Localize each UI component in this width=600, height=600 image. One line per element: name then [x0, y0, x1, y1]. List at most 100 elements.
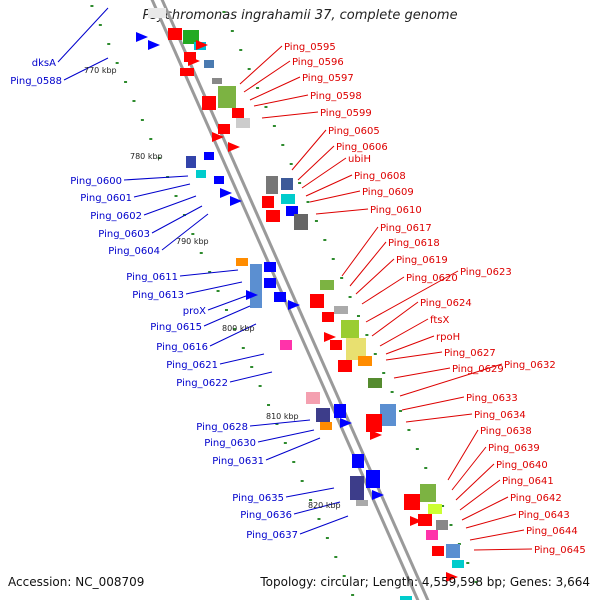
tick-dot — [317, 518, 321, 520]
leader-line — [203, 305, 251, 327]
tick-dot — [216, 290, 220, 292]
leader-line — [465, 513, 517, 529]
leader-line — [447, 429, 479, 481]
gene-block — [432, 546, 444, 556]
gene-label-left: dksA — [32, 58, 56, 69]
gene-label-right: Ping_0639 — [488, 443, 540, 454]
gene-block — [310, 294, 324, 308]
scale-label: 790 kbp — [176, 237, 209, 246]
gene-block — [202, 96, 216, 110]
gene-label-left: Ping_0602 — [90, 211, 142, 222]
gene-arrow — [212, 132, 224, 142]
gene-label-left: Ping_0603 — [98, 229, 150, 240]
gene-block — [264, 278, 276, 288]
tick-dot — [298, 182, 302, 184]
gene-block — [264, 262, 276, 272]
leader-line — [265, 437, 321, 461]
leader-line — [461, 496, 509, 521]
scale-label: 780 kbp — [130, 152, 163, 161]
tick-dot — [241, 347, 245, 349]
gene-block — [428, 504, 442, 514]
leader-line — [209, 323, 257, 347]
gene-block — [204, 152, 214, 160]
tick-dot — [256, 87, 260, 89]
tick-dot — [174, 195, 178, 197]
gene-label-left: Ping_0630 — [204, 438, 256, 449]
leader-line — [297, 145, 335, 181]
leader-line — [285, 487, 335, 498]
leader-line — [315, 208, 369, 215]
leader-line — [469, 529, 525, 541]
gene-arrow — [370, 430, 382, 440]
scale-label: 820 kbp — [308, 501, 341, 510]
gene-features — [136, 8, 464, 600]
leader-line — [355, 258, 395, 295]
gene-label-left: Ping_0631 — [212, 456, 264, 467]
gene-block — [452, 560, 464, 568]
gene-block — [338, 360, 352, 372]
gene-label-left: Ping_0622 — [176, 378, 228, 389]
gene-block — [358, 356, 372, 366]
gene-block — [366, 414, 382, 432]
leader-line — [161, 213, 209, 251]
tick-dot — [149, 138, 153, 140]
leader-line — [293, 501, 341, 515]
tick-dot — [415, 448, 419, 450]
tick-dot — [399, 410, 403, 412]
tick-dot — [258, 385, 262, 387]
tick-dot — [264, 106, 268, 108]
gene-block — [380, 404, 396, 426]
gene-block — [232, 108, 244, 118]
gene-label-left: Ping_0600 — [70, 176, 122, 187]
gene-label-right: ftsX — [430, 315, 449, 326]
gene-arrow — [148, 40, 160, 50]
gene-label-right: Ping_0619 — [396, 255, 448, 266]
gene-block — [281, 178, 293, 190]
tick-dot — [292, 461, 296, 463]
leader-line — [63, 57, 109, 81]
gene-block — [366, 470, 380, 488]
gene-block — [334, 404, 346, 418]
leader-line — [451, 446, 487, 491]
tick-dot — [289, 163, 293, 165]
tick-dot — [309, 499, 313, 501]
gene-arrow — [446, 572, 458, 582]
gene-label-right: ubiH — [348, 154, 371, 165]
tick-dot — [325, 537, 329, 539]
leader-line — [399, 363, 503, 397]
gene-label-left: Ping_0611 — [126, 272, 178, 283]
tick-dot — [239, 49, 243, 51]
gene-label-right: Ping_0633 — [466, 393, 518, 404]
tick-dot — [300, 480, 304, 482]
leader-line — [473, 548, 533, 551]
gene-block — [352, 454, 364, 468]
gene-block — [204, 60, 214, 68]
gene-label-right: Ping_0634 — [474, 410, 526, 421]
gene-label-right: Ping_0640 — [496, 460, 548, 471]
tick-dot — [424, 467, 428, 469]
gene-arrow — [220, 188, 232, 198]
tick-dot — [314, 220, 318, 222]
gene-label-right: Ping_0641 — [502, 476, 554, 487]
gene-arrow — [246, 290, 258, 300]
leader-line — [219, 353, 265, 365]
tick-dot — [199, 252, 203, 254]
topology-text: Topology: circular; Length: 4,559,598 bp… — [260, 575, 590, 589]
gene-block — [148, 8, 166, 18]
gene-arrow — [288, 300, 300, 310]
gene-label-right: Ping_0595 — [284, 42, 336, 53]
gene-block — [218, 124, 230, 134]
leader-line — [309, 190, 361, 203]
leader-line — [229, 371, 273, 383]
gene-label-left: Ping_0601 — [80, 193, 132, 204]
gene-label-right: Ping_0617 — [380, 223, 432, 234]
leader-line — [341, 226, 379, 277]
tick-dot — [267, 404, 271, 406]
leader-line — [455, 463, 495, 501]
tick-dot — [124, 81, 128, 83]
gene-block — [341, 320, 359, 338]
gene-label-right: Ping_0644 — [526, 526, 578, 537]
gene-arrow — [188, 56, 200, 66]
gene-block — [250, 264, 262, 308]
gene-block — [286, 206, 298, 216]
